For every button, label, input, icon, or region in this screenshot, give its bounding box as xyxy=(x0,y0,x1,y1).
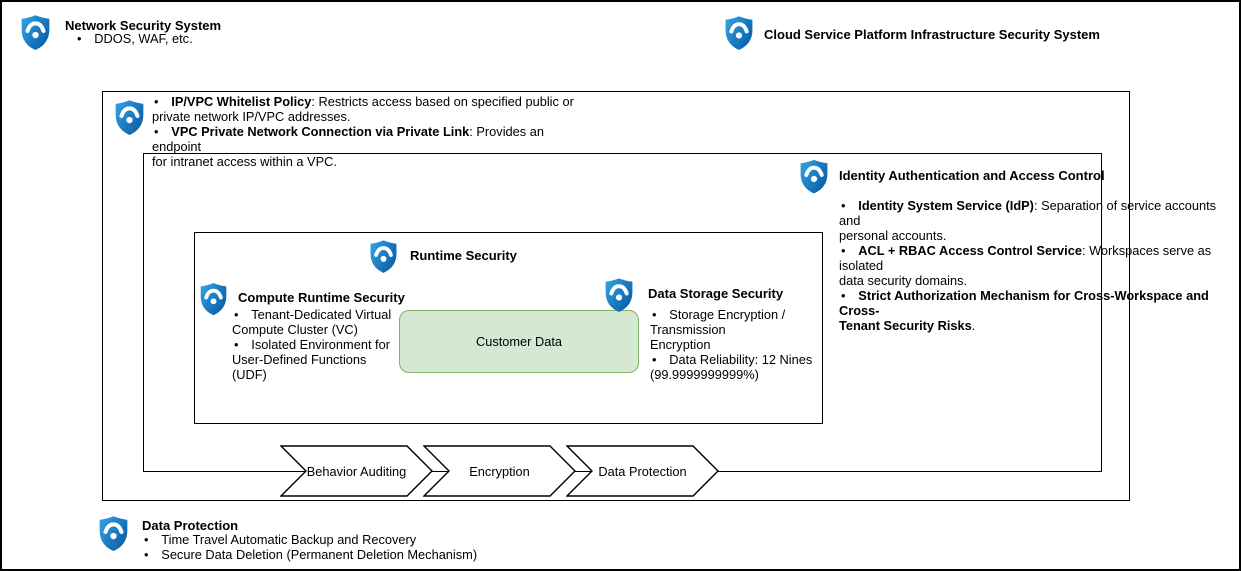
identity-shield-icon xyxy=(800,159,828,194)
bullet-time-travel-backup: Time Travel Automatic Backup and Recover… xyxy=(142,532,562,547)
compute-runtime-title: Compute Runtime Security xyxy=(238,290,405,305)
customer-data-label: Customer Data xyxy=(475,334,563,349)
identity-bullets: Identity System Service (IdP): Separatio… xyxy=(839,198,1239,333)
bullet-tenant-vc: Tenant-Dedicated Virtual Compute Cluster… xyxy=(232,307,404,337)
network-security-title: Network Security System xyxy=(65,18,222,33)
bullet-acl-rbac: ACL + RBAC Access Control Service: Works… xyxy=(839,243,1239,288)
data-protection-title: Data Protection xyxy=(142,518,239,533)
cloud-platform-shield-icon xyxy=(725,16,753,50)
network-security-shield-icon xyxy=(21,15,50,50)
chevron-data-protection-label: Data Protection xyxy=(598,463,687,479)
chevron-encryption xyxy=(423,445,576,497)
compute-runtime-shield-icon xyxy=(200,283,227,316)
perimeter-security-bullets: IP/VPC Whitelist Policy: Restricts acces… xyxy=(152,94,588,169)
data-storage-bullets: Storage Encryption / Transmission Encryp… xyxy=(650,307,860,382)
runtime-security-shield-icon xyxy=(370,240,397,273)
cloud-platform-title: Cloud Service Platform Infrastructure Se… xyxy=(764,27,1100,42)
bullet-storage-encryption: Storage Encryption / Transmission Encryp… xyxy=(650,307,860,352)
bullet-secure-deletion: Secure Data Deletion (Permanent Deletion… xyxy=(142,547,562,562)
perimeter-security-shield-icon xyxy=(115,100,144,135)
network-security-bullets: DDOS, WAF, etc. xyxy=(65,31,265,46)
network-security-bullet: DDOS, WAF, etc. xyxy=(65,31,265,46)
chevron-data-protection xyxy=(566,445,719,497)
customer-data-box: Customer Data xyxy=(399,310,639,373)
data-protection-shield-icon xyxy=(99,516,128,551)
bullet-vpc-private-link: VPC Private Network Connection via Priva… xyxy=(152,124,588,169)
runtime-security-title: Runtime Security xyxy=(410,248,517,263)
chevron-behavior-auditing-label: Behavior Auditing xyxy=(306,463,407,479)
chevron-encryption-label: Encryption xyxy=(469,463,530,479)
bullet-isolated-udf: Isolated Environment for User-Defined Fu… xyxy=(232,337,404,382)
bullet-strict-authorization: Strict Authorization Mechanism for Cross… xyxy=(839,288,1239,333)
chevron-behavior-auditing xyxy=(280,445,433,497)
data-storage-shield-icon xyxy=(605,278,633,312)
data-protection-bullets: Time Travel Automatic Backup and Recover… xyxy=(142,532,562,562)
bullet-idp: Identity System Service (IdP): Separatio… xyxy=(839,198,1239,243)
bullet-data-reliability: Data Reliability: 12 Nines (99.999999999… xyxy=(650,352,860,382)
data-storage-title: Data Storage Security xyxy=(648,286,784,301)
bullet-ip-vpc-whitelist: IP/VPC Whitelist Policy: Restricts acces… xyxy=(152,94,588,124)
compute-runtime-bullets: Tenant-Dedicated Virtual Compute Cluster… xyxy=(232,307,404,382)
identity-title: Identity Authentication and Access Contr… xyxy=(839,168,1105,183)
